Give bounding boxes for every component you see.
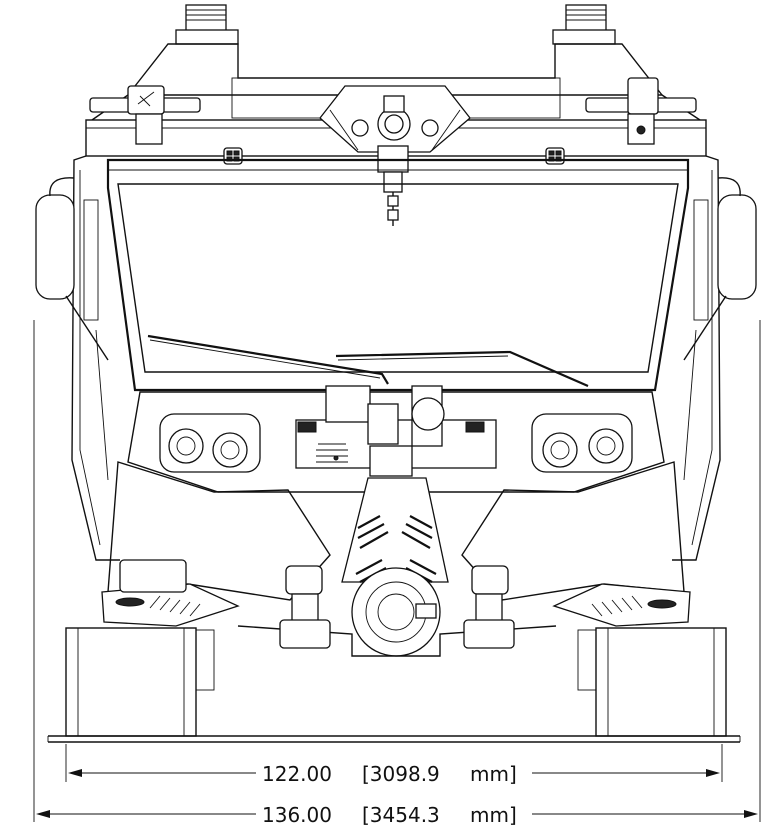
dimension-outer-value: 136.00 <box>262 803 332 827</box>
dimension-inner-value: 122.00 <box>262 762 332 786</box>
dimension-outer-metric: [3454.3 <box>362 803 440 827</box>
left-headlights <box>159 413 261 473</box>
dimension-inner-metric: [3098.9 <box>362 762 440 786</box>
windshield <box>106 158 690 392</box>
grille-vent <box>316 443 348 469</box>
roof-left-lamp <box>89 85 201 145</box>
marker-light-right <box>545 147 565 165</box>
left-mirror <box>35 177 109 361</box>
dimension-inner-unit: mm] <box>470 762 517 786</box>
ground-line <box>47 735 741 743</box>
right-step-plate <box>552 583 691 627</box>
wipers <box>147 334 589 388</box>
roof-right-beacon <box>552 4 616 45</box>
dimension-outer: 136.00 [3454.3 mm] <box>36 803 758 827</box>
extension-lines <box>33 320 761 822</box>
roof-right-lamp <box>585 77 697 145</box>
left-suspension <box>279 565 331 649</box>
roof-left-beacon <box>175 4 239 45</box>
dimension-outer-unit: mm] <box>470 803 517 827</box>
roof-turret <box>319 85 471 226</box>
cab-right-side <box>672 155 721 561</box>
right-tyre <box>577 627 727 737</box>
front-axle <box>237 565 557 657</box>
left-step-plate <box>101 559 240 627</box>
right-suspension <box>463 565 515 649</box>
central-pump <box>295 385 497 477</box>
right-headlights <box>531 413 633 473</box>
marker-light-left <box>223 147 243 165</box>
left-tyre <box>65 627 215 737</box>
cab-left-side <box>71 155 120 561</box>
dimension-inner: 122.00 [3098.9 mm] <box>68 762 720 786</box>
right-mirror <box>683 177 757 361</box>
